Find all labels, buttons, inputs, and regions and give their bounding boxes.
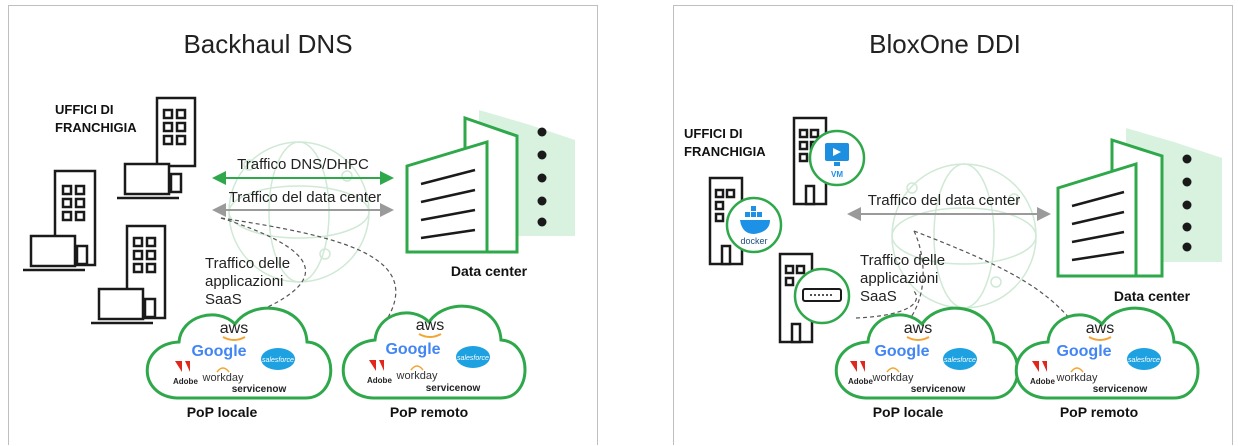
- docker-label: docker: [740, 236, 767, 246]
- appliance-badge: [793, 267, 851, 325]
- franchise-label-line1: UFFICI DI: [55, 102, 114, 117]
- saas-path-remote: [220, 217, 397, 325]
- saas-traffic-line2: applicazioni: [205, 273, 283, 290]
- pop-remote-label: PoP remoto: [390, 404, 468, 420]
- datacenter-label: Data center: [451, 263, 528, 279]
- franchise-label-line2: FRANCHIGIA: [684, 144, 766, 159]
- laptop-icon: [117, 162, 183, 200]
- aws-logo: aws: [220, 320, 248, 337]
- salesforce-logo-icon: [943, 348, 977, 370]
- cloud-pop-remote: aws Google salesforce Adobe workday serv…: [341, 304, 527, 400]
- servicenow-logo: servicenow: [232, 384, 287, 395]
- saas-traffic-line1: Traffico delle: [860, 252, 945, 269]
- salesforce-logo-icon: [261, 348, 295, 370]
- adobe-logo-icon: [175, 361, 182, 372]
- aws-logo: aws: [416, 317, 444, 334]
- salesforce-logo: salesforce: [944, 357, 976, 364]
- adobe-logo-icon: [850, 361, 857, 372]
- dns-traffic-label: Traffico DNS/DHPC: [237, 156, 369, 173]
- salesforce-logo-icon: [456, 346, 490, 368]
- cloud-pop-local: aws Google salesforce Adobe workday serv…: [834, 306, 1020, 400]
- saas-traffic-line2: applicazioni: [860, 270, 938, 287]
- docker-badge: docker: [725, 196, 783, 254]
- adobe-logo: Adobe: [367, 376, 392, 385]
- datacenter-icon: [405, 110, 575, 254]
- laptop-icon: [23, 234, 89, 272]
- saas-traffic-line3: SaaS: [205, 291, 242, 308]
- saas-traffic-line1: Traffico delle: [205, 255, 290, 272]
- adobe-logo-icon: [1032, 361, 1039, 372]
- datacenter-traffic-label: Traffico del data center: [868, 192, 1021, 209]
- docker-whale-icon: [740, 220, 770, 234]
- franchise-label-line2: FRANCHIGIA: [55, 120, 137, 135]
- pop-remote-label: PoP remoto: [1060, 404, 1138, 420]
- saas-path-remote: [913, 230, 1077, 327]
- pop-local-label: PoP locale: [873, 404, 944, 420]
- cloud-pop-local: aws Google salesforce Adobe workday serv…: [145, 306, 333, 400]
- backhaul-dns-panel: Backhaul DNS UFFICI DI FRANCHIGIA: [8, 5, 598, 445]
- office-building-icon: [155, 96, 197, 168]
- servicenow-logo: servicenow: [426, 383, 481, 394]
- salesforce-logo: salesforce: [1128, 357, 1160, 364]
- datacenter-icon: [1056, 128, 1222, 278]
- workday-arc-icon: [216, 367, 230, 373]
- aws-smile-icon: [222, 336, 246, 341]
- google-logo: Google: [874, 343, 929, 360]
- saas-path-local: [220, 217, 307, 312]
- franchise-label-line1: UFFICI DI: [684, 126, 743, 141]
- laptop-icon: [91, 287, 157, 325]
- google-logo: Google: [385, 341, 440, 358]
- salesforce-logo: salesforce: [457, 355, 489, 362]
- bloxone-ddi-panel: BloxOne DDI UFFICI DI FRANCHIGIA VM: [673, 5, 1233, 445]
- salesforce-logo: salesforce: [262, 357, 294, 364]
- backhaul-dns-diagram: Backhaul DNS UFFICI DI FRANCHIGIA: [23, 29, 575, 420]
- saas-traffic-line3: SaaS: [860, 288, 897, 305]
- workday-logo: workday: [872, 372, 914, 384]
- vm-badge: VM: [808, 129, 866, 187]
- servicenow-logo: servicenow: [1093, 384, 1148, 395]
- adobe-logo: Adobe: [848, 377, 873, 386]
- servicenow-logo: servicenow: [911, 384, 966, 395]
- adobe-logo-icon: [369, 360, 376, 371]
- workday-logo: workday: [202, 372, 244, 384]
- aws-logo: aws: [904, 320, 932, 337]
- salesforce-logo-icon: [1127, 348, 1161, 370]
- datacenter-label: Data center: [1114, 288, 1191, 304]
- aws-logo: aws: [1086, 320, 1114, 337]
- vm-label: VM: [831, 170, 843, 179]
- bloxone-ddi-diagram: BloxOne DDI UFFICI DI FRANCHIGIA VM: [684, 29, 1222, 420]
- workday-logo: workday: [1056, 372, 1098, 384]
- cloud-pop-remote: aws Google salesforce Adobe workday serv…: [1014, 306, 1200, 400]
- pop-local-label: PoP locale: [187, 404, 258, 420]
- google-logo: Google: [191, 343, 246, 360]
- google-logo: Google: [1056, 343, 1111, 360]
- workday-logo: workday: [396, 370, 438, 382]
- panel-title: Backhaul DNS: [183, 29, 352, 59]
- datacenter-traffic-label: Traffico del data center: [229, 189, 382, 206]
- adobe-logo: Adobe: [173, 377, 198, 386]
- adobe-logo: Adobe: [1030, 377, 1055, 386]
- panel-title: BloxOne DDI: [869, 29, 1021, 59]
